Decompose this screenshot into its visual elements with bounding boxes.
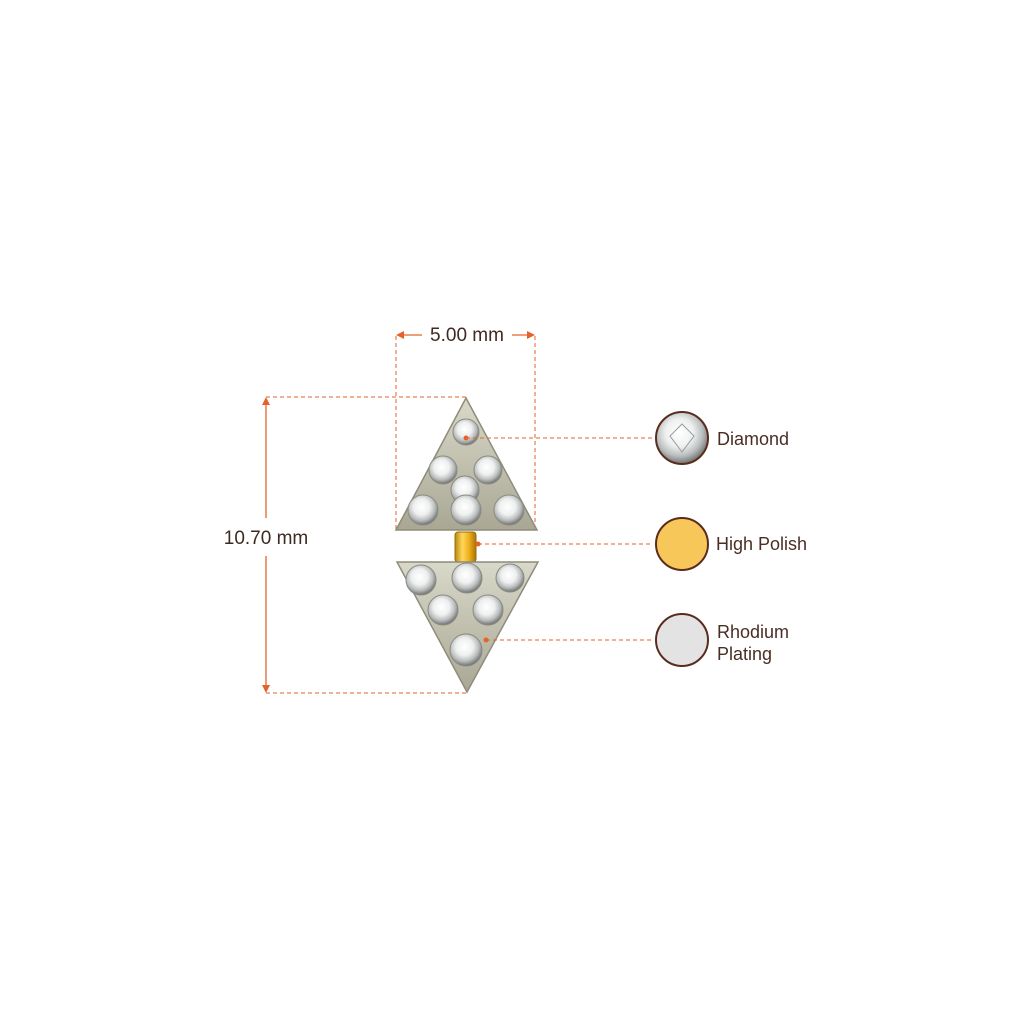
legend-label-rhodium-line2: Plating bbox=[717, 644, 772, 664]
height-dimension: 10.70 mm bbox=[224, 396, 466, 694]
width-label: 5.00 mm bbox=[430, 325, 504, 346]
height-arrowhead-top bbox=[262, 397, 270, 405]
legend-label-diamond: Diamond bbox=[717, 429, 789, 449]
earring-illustration bbox=[394, 396, 540, 694]
legend-label-rhodium-line1: Rhodium bbox=[717, 622, 789, 642]
width-arrowhead-left bbox=[396, 331, 404, 339]
lower-triangle-setting bbox=[395, 561, 540, 694]
legend: Diamond High Polish Rhodium Plating bbox=[655, 411, 807, 667]
height-label: 10.70 mm bbox=[224, 528, 308, 549]
leader-lines bbox=[463, 435, 652, 643]
height-arrowhead-bottom bbox=[262, 685, 270, 693]
diamond-stone-icon bbox=[655, 411, 709, 465]
legend-item-high-polish: High Polish bbox=[655, 517, 807, 571]
gold-swatch-icon bbox=[655, 517, 709, 571]
lower-triangle-stones bbox=[405, 562, 525, 667]
legend-item-diamond: Diamond bbox=[655, 411, 789, 465]
rhodium-swatch-icon bbox=[655, 613, 709, 667]
width-arrowhead-right bbox=[527, 331, 535, 339]
upper-triangle-stones bbox=[407, 418, 525, 526]
legend-label-high-polish: High Polish bbox=[716, 534, 807, 554]
gold-post bbox=[454, 531, 477, 563]
width-dimension: 5.00 mm bbox=[395, 325, 536, 530]
legend-item-rhodium-plating: Rhodium Plating bbox=[655, 613, 789, 667]
